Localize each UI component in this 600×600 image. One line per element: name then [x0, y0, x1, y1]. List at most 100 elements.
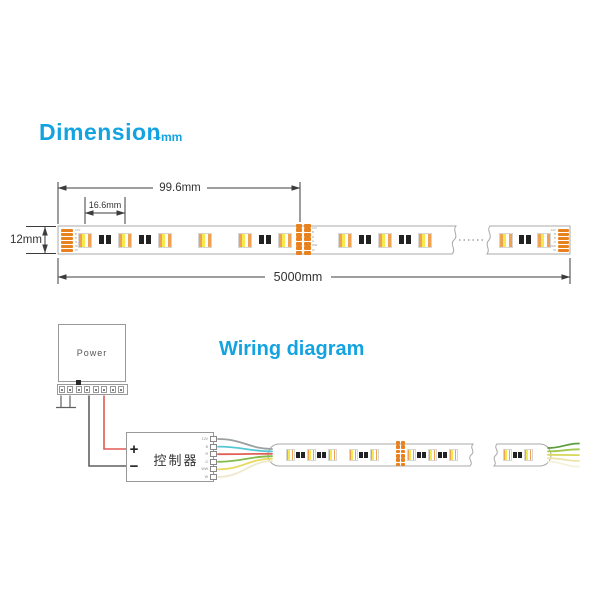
led-chip	[338, 232, 352, 248]
strip-tail-wire	[547, 460, 580, 468]
resistor	[98, 235, 104, 244]
dim-label-led-pitch: 16.6mm	[87, 200, 123, 210]
led-electrode	[500, 233, 503, 247]
led-chip	[499, 232, 513, 248]
pad-label: W	[553, 248, 556, 252]
solder-pad	[395, 445, 400, 450]
led-yellow-die	[288, 450, 290, 460]
resistor	[443, 451, 447, 459]
controller-terminal	[210, 474, 217, 480]
led-chip	[78, 232, 92, 248]
led-electrode	[508, 450, 511, 460]
pad-label: 12V	[312, 227, 317, 230]
led-electrode	[79, 233, 82, 247]
terminal-screw	[60, 388, 63, 391]
led-electrode	[412, 450, 415, 460]
led-chip	[278, 232, 292, 248]
solder-pad	[400, 453, 406, 458]
led-electrode	[199, 233, 202, 247]
controller-terminal-label: G	[205, 459, 208, 464]
power-terminal	[67, 386, 74, 393]
led-yellow-die	[540, 233, 544, 247]
power-terminal-bar	[57, 384, 128, 395]
pad-label: G	[75, 240, 78, 244]
led-electrode	[279, 233, 282, 247]
dim-label-section-length: 99.6mm	[153, 182, 207, 194]
led-electrode	[208, 233, 211, 247]
led-electrode	[547, 233, 550, 247]
solder-pad	[400, 441, 406, 445]
pad-label: 12V	[75, 228, 81, 232]
led-white-die	[244, 233, 249, 247]
solder-pad	[295, 223, 302, 228]
resistor	[398, 235, 404, 244]
controller-terminal-label: B	[205, 444, 208, 449]
led-electrode	[538, 233, 541, 247]
terminal-screw	[111, 388, 114, 391]
led-white-die	[284, 233, 289, 247]
led-strip-top-segment-1	[57, 225, 458, 255]
pad-label: WW	[75, 245, 87, 248]
power-supply-box	[58, 324, 126, 382]
controller-label: 控制器	[153, 453, 199, 468]
led-electrode	[379, 233, 382, 247]
terminal-screw	[103, 388, 106, 391]
led-white-die	[344, 233, 349, 247]
wiring-wires	[55, 395, 580, 478]
power-terminal	[84, 386, 91, 393]
led-white-die	[506, 450, 509, 460]
pad-label: B	[312, 231, 314, 235]
solder-pad	[61, 228, 73, 232]
led-electrode	[159, 233, 162, 247]
led-chip	[378, 232, 392, 248]
led-yellow-die	[502, 233, 506, 247]
resistor	[422, 451, 426, 459]
led-yellow-die	[421, 233, 425, 247]
led-white-die	[164, 233, 169, 247]
led-white-die	[384, 233, 389, 247]
dc-negative-wire	[88, 395, 127, 467]
led-electrode	[375, 450, 378, 460]
led-electrode	[307, 450, 310, 460]
resistor	[518, 235, 524, 244]
led-yellow-die	[341, 233, 345, 247]
dimension-section-title: Dimension	[39, 119, 162, 145]
led-electrode	[291, 450, 294, 460]
dim-label-total-length: 5000mm	[265, 271, 331, 283]
led-electrode	[388, 233, 391, 247]
led-electrode	[312, 450, 315, 460]
led-electrode	[433, 450, 436, 460]
resistor	[266, 235, 272, 244]
controller-output-wire	[217, 438, 273, 450]
solder-pad	[395, 449, 400, 454]
resistor	[364, 451, 368, 459]
led-white-die	[431, 450, 434, 460]
resistor	[513, 451, 517, 459]
power-supply-label: Power	[76, 348, 108, 358]
led-chip	[327, 449, 337, 461]
solder-pad	[295, 241, 302, 246]
led-yellow-die	[351, 450, 353, 460]
controller-terminal	[210, 466, 217, 473]
solder-pad	[304, 232, 311, 237]
led-electrode	[239, 233, 242, 247]
pad-label: R	[312, 235, 315, 239]
controller-output-wire	[217, 455, 273, 463]
solder-pad	[400, 458, 406, 462]
resistor	[438, 451, 442, 459]
led-electrode	[503, 450, 506, 460]
controller-terminal-label: R	[205, 452, 208, 457]
led-yellow-die	[430, 450, 432, 460]
solder-pad	[295, 250, 302, 255]
resistor	[106, 235, 112, 244]
led-electrode	[333, 450, 336, 460]
led-yellow-die	[121, 233, 125, 247]
resistor	[138, 235, 144, 244]
resistor	[406, 235, 412, 244]
led-chip	[523, 449, 533, 461]
solder-pad	[295, 246, 302, 250]
led-chip	[369, 449, 379, 461]
pad-label: W	[312, 248, 315, 252]
